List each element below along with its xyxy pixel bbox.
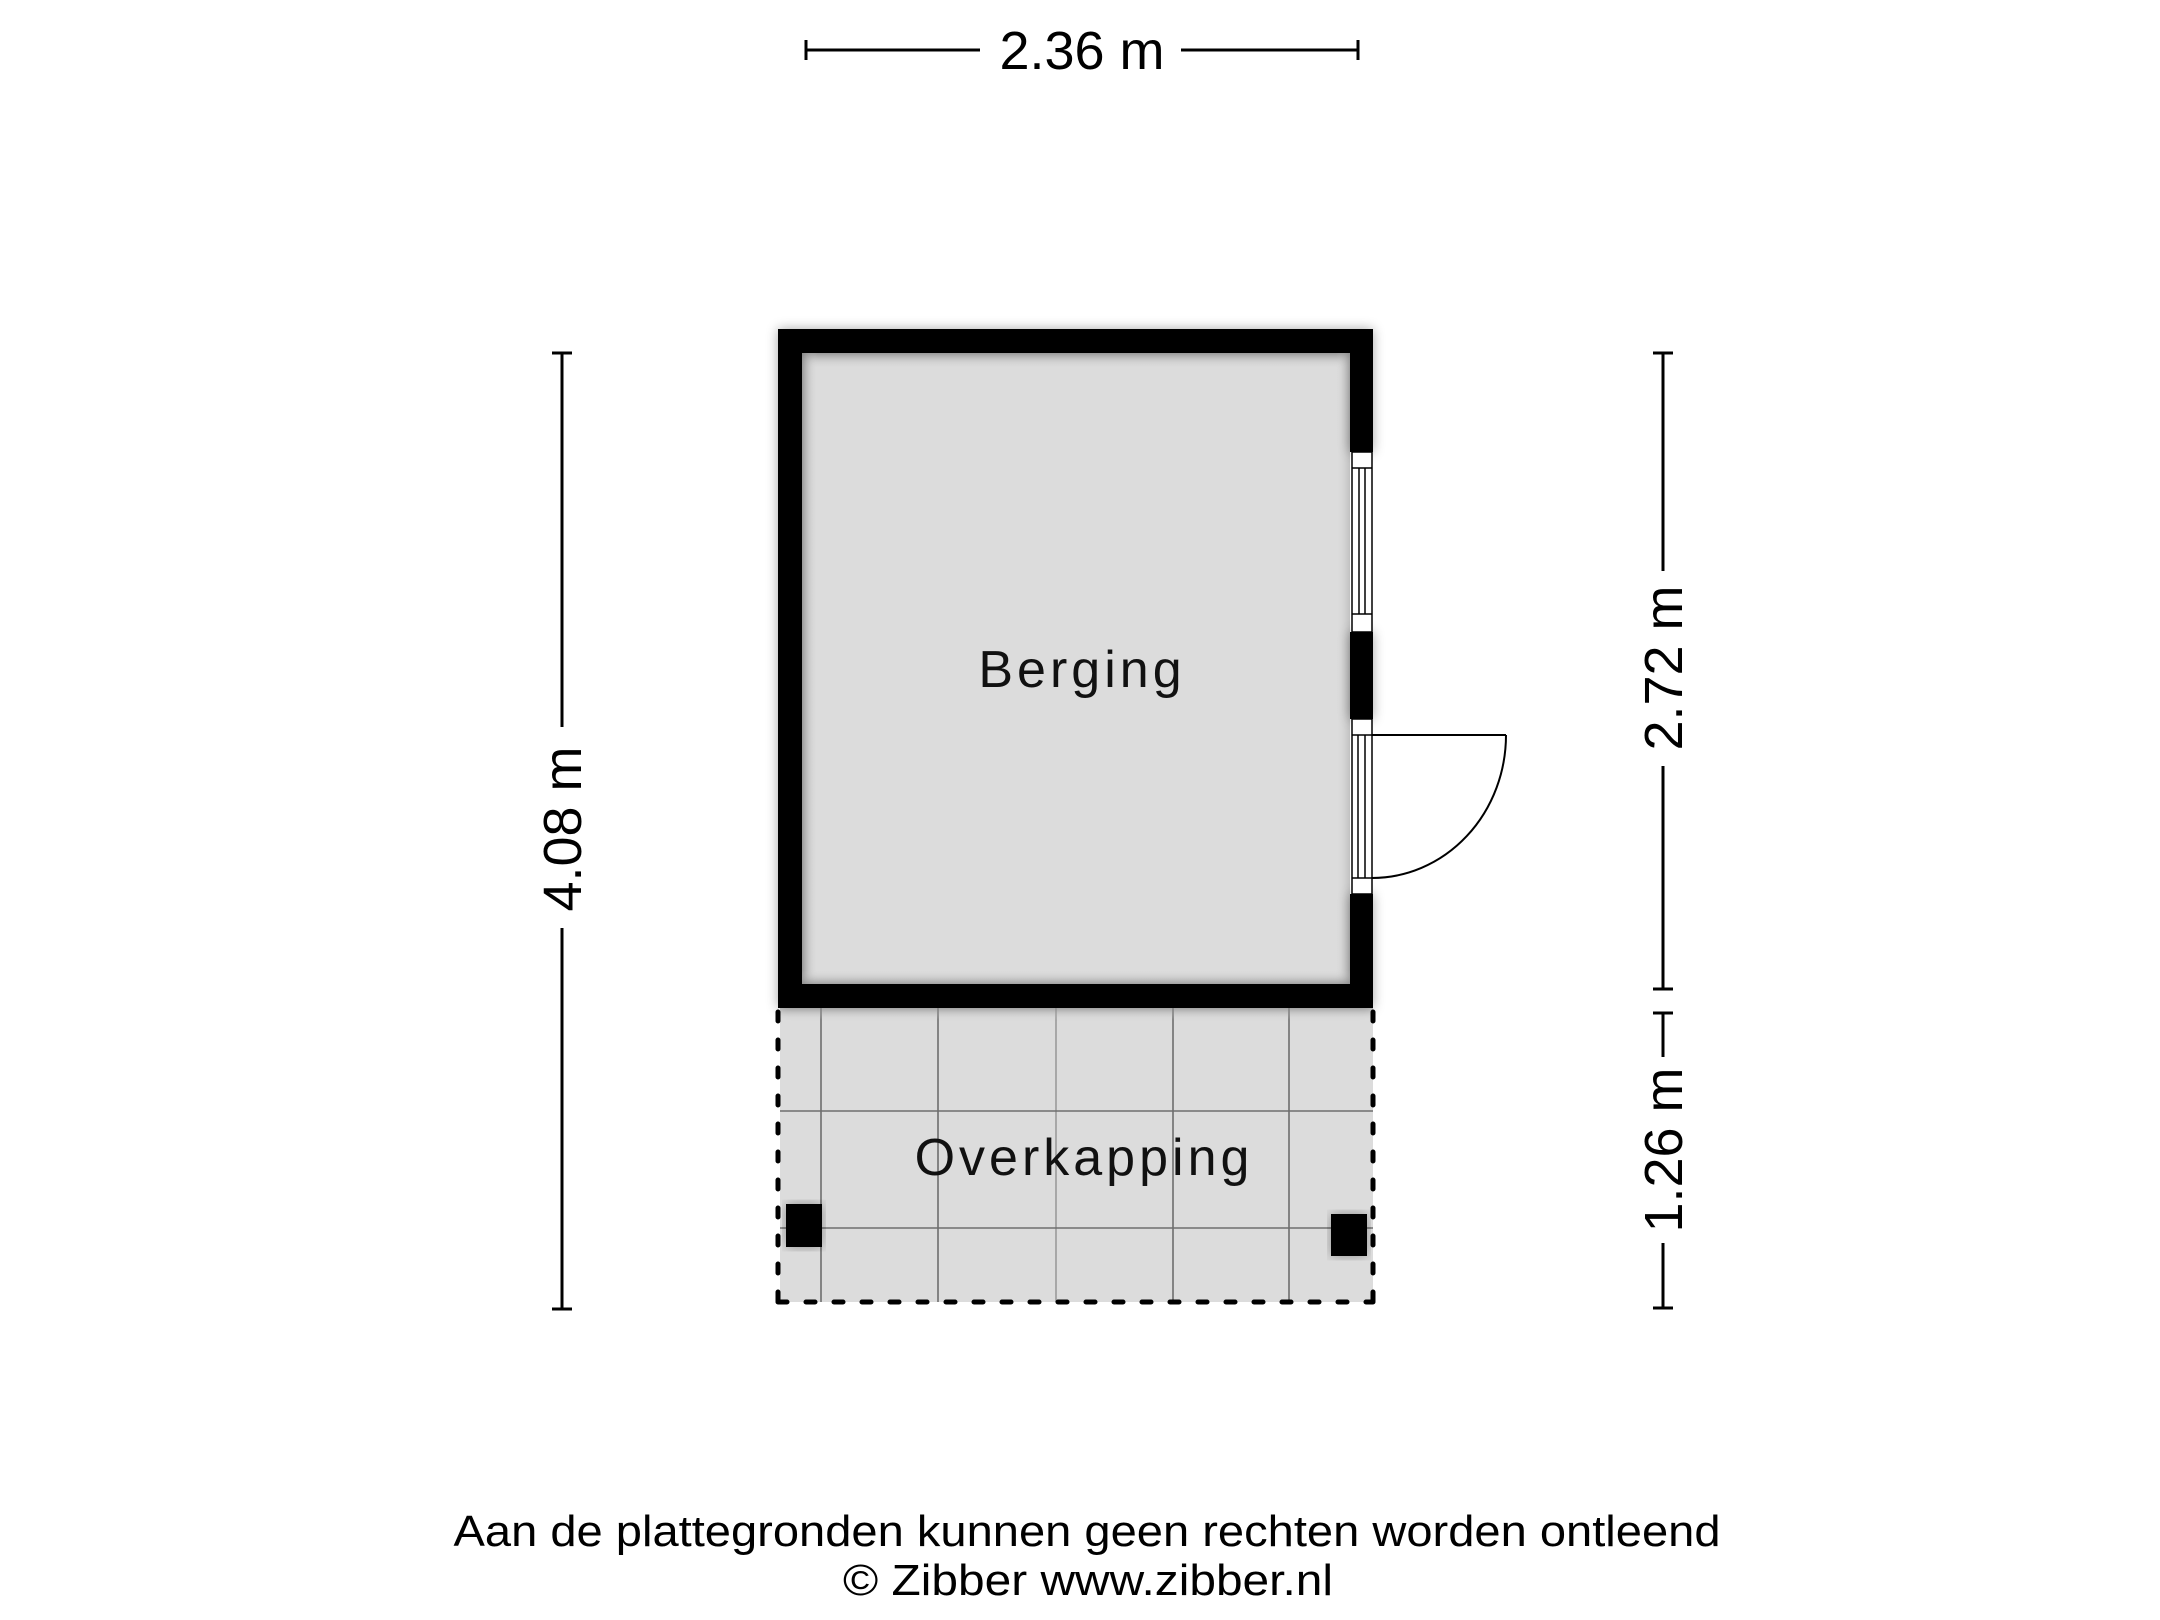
overkapping-dashed-outline xyxy=(775,1009,1376,1305)
room-label-berging: Berging xyxy=(978,641,1185,699)
dimension-label-berging-height: 2.72 m xyxy=(1634,585,1694,750)
dimension-right-overkapping: 1.26 m xyxy=(1634,1011,1694,1310)
footer-disclaimer: Aan de plattegronden kunnen geen rechten… xyxy=(454,1507,1721,1556)
dimension-left-height: 4.08 m xyxy=(533,351,593,1311)
post-right xyxy=(1331,1214,1367,1256)
tile-grid xyxy=(780,1008,1373,1302)
door-swing-arc xyxy=(1371,734,1507,879)
dimension-label-width: 2.36 m xyxy=(999,21,1164,81)
dimension-label-total-height: 4.08 m xyxy=(533,746,593,911)
room-berging: Berging xyxy=(778,329,1507,1008)
room-overkapping: Overkapping xyxy=(775,1008,1376,1305)
post-left xyxy=(786,1204,822,1247)
dimension-label-overkapping-height: 1.26 m xyxy=(1634,1067,1694,1232)
door xyxy=(1351,718,1507,895)
footer-copyright: © Zibber www.zibber.nl xyxy=(843,1556,1333,1605)
dimension-right-berging: 2.72 m xyxy=(1634,351,1694,991)
dimension-top-width: 2.36 m xyxy=(804,21,1360,81)
room-label-overkapping: Overkapping xyxy=(915,1129,1254,1187)
footer: Aan de plattegronden kunnen geen rechten… xyxy=(454,1507,1721,1605)
walls xyxy=(778,329,1373,1008)
window xyxy=(1351,451,1373,633)
